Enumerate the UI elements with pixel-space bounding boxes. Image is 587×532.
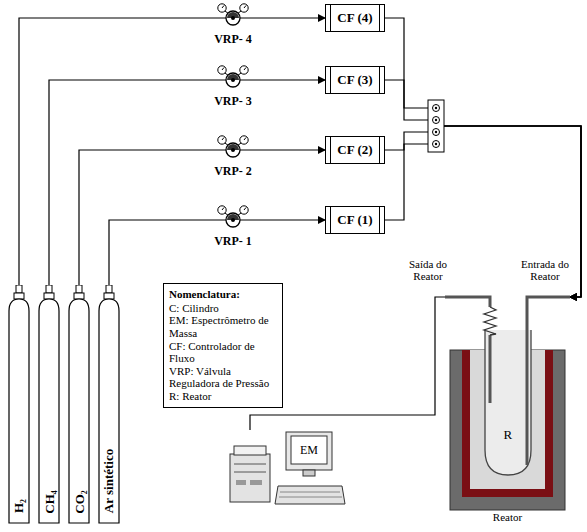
nomenclature-entry: VRP: Válvula Reguladora de Pressão xyxy=(169,365,277,390)
valve-symbol xyxy=(205,205,261,235)
nomenclature-heading: Nomenclatura: xyxy=(169,288,277,301)
cylinder-label: CH₄ xyxy=(41,490,57,513)
cylinder-outline xyxy=(38,285,60,525)
gas-line xyxy=(261,17,325,18)
gas-cylinder: Ar sintético xyxy=(98,285,120,525)
valve-symbol xyxy=(205,65,261,95)
nomenclature-entry: R: Reator xyxy=(169,390,277,403)
gas-line xyxy=(385,126,581,297)
spectrometer-label: EM xyxy=(300,443,318,458)
flow-controller: CF (1) xyxy=(325,206,385,234)
nomenclature-entry: CF: Controlador de Fluxo xyxy=(169,340,277,365)
nomenclature-box: Nomenclatura:C: CilindroEM: Espectrômetr… xyxy=(163,283,283,408)
flow-controller: CF (3) xyxy=(325,66,385,94)
cylinder-label: CO₂ xyxy=(71,490,87,513)
cylinder-outline xyxy=(68,285,90,525)
nomenclature-entry: EM: Espectrômetro de Massa xyxy=(169,314,277,339)
valve-symbol xyxy=(205,135,261,165)
pressure-valve: VRP- 4 xyxy=(205,3,261,47)
gas-cylinder: CO₂ xyxy=(68,285,90,525)
reactor-drawing xyxy=(445,285,570,528)
valve-label: VRP- 2 xyxy=(199,164,267,179)
gas-manifold xyxy=(428,100,444,152)
port-label: Entrada do Reator xyxy=(514,258,576,282)
gas-cylinder: H₂ xyxy=(8,285,30,525)
gas-line xyxy=(79,150,205,285)
cylinder-label: Ar sintético xyxy=(101,449,117,513)
mass-spectrometer: EM xyxy=(228,430,346,508)
gas-line xyxy=(109,220,205,285)
flow-controller: CF (2) xyxy=(325,136,385,164)
controller-label: CF (3) xyxy=(337,72,372,88)
valve-symbol xyxy=(205,3,261,33)
reactor-letter: R xyxy=(504,427,513,443)
cylinder-label: H₂ xyxy=(11,499,27,513)
cylinder-outline xyxy=(8,285,30,525)
valve-label: VRP- 3 xyxy=(199,94,267,109)
controller-label: CF (2) xyxy=(337,142,372,158)
nomenclature-entry: C: Cilindro xyxy=(169,302,277,315)
port-label: Saída do Reator xyxy=(398,258,458,282)
controller-label: CF (4) xyxy=(337,10,372,26)
valve-label: VRP- 1 xyxy=(199,234,267,249)
gas-line xyxy=(385,18,581,297)
pressure-valve: VRP- 2 xyxy=(205,135,261,179)
gas-line xyxy=(385,80,581,297)
gas-cylinder: CH₄ xyxy=(38,285,60,525)
gas-line xyxy=(49,80,205,285)
pressure-valve: VRP- 1 xyxy=(205,205,261,249)
gas-line xyxy=(19,18,205,285)
pressure-valve: VRP- 3 xyxy=(205,65,261,109)
gas-line xyxy=(385,126,581,297)
gas-line xyxy=(261,219,325,220)
flow-controller: CF (4) xyxy=(325,4,385,32)
gas-line xyxy=(261,79,325,80)
computer-drawing xyxy=(228,430,346,508)
controller-label: CF (1) xyxy=(337,212,372,228)
reactor-caption: Reator xyxy=(445,511,570,523)
valve-label: VRP- 4 xyxy=(199,32,267,47)
reactor: R Reator xyxy=(445,285,570,528)
gas-line xyxy=(261,149,325,150)
